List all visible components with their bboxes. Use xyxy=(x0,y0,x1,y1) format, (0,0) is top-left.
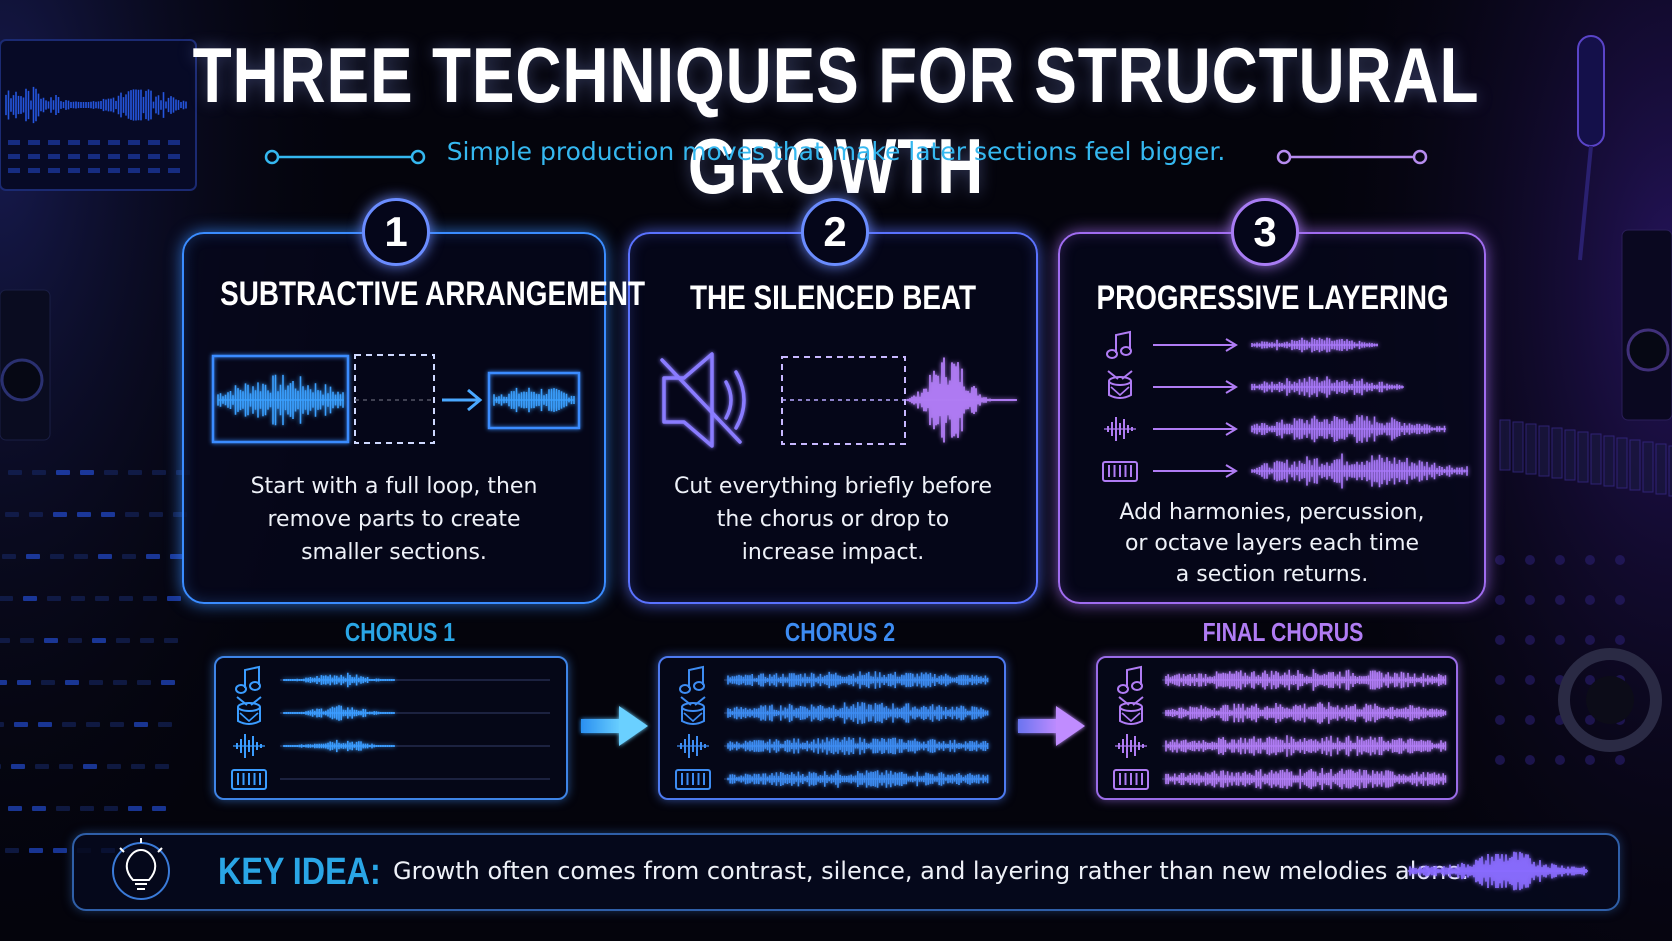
speaker-cone xyxy=(0,358,44,402)
technique-title-3: PROGRESSIVE LAYERING xyxy=(1096,279,1449,317)
chorus-label-3: FINAL CHORUS xyxy=(1202,617,1364,647)
page-subtitle: Simple production moves that make later … xyxy=(446,137,1226,166)
chorus-panel-1 xyxy=(214,656,568,800)
monitor-waveform xyxy=(5,86,187,173)
key-idea-label: KEY IDEA: xyxy=(218,851,381,893)
key-idea-text: Growth often comes from contrast, silenc… xyxy=(393,857,1469,885)
chorus-panel-3 xyxy=(1096,656,1458,800)
technique-title-2: THE SILENCED BEAT xyxy=(689,279,977,317)
technique-title-1: SUBTRACTIVE ARRANGEMENT xyxy=(220,275,646,313)
speaker-cone-right xyxy=(1626,328,1670,372)
synth-keyboard xyxy=(1495,419,1672,765)
chorus-label-1: CHORUS 1 xyxy=(344,617,456,647)
technique-number-1: 1 xyxy=(362,198,430,266)
microphone xyxy=(1577,35,1605,147)
technique-description-2: Cut everything briefly before the chorus… xyxy=(674,474,992,565)
headphones xyxy=(1558,648,1662,752)
studio-monitor-screen xyxy=(0,39,197,191)
technique-number-3: 3 xyxy=(1231,198,1299,266)
page-title: THREE TECHNIQUES FOR STRUCTURAL GROWTH xyxy=(192,31,1480,210)
chorus-panel-2 xyxy=(658,656,1006,800)
technique-description-3: Add harmonies, percussion, or octave lay… xyxy=(1119,500,1425,587)
technique-description-1: Start with a full loop, then remove part… xyxy=(250,474,538,565)
key-idea-bar xyxy=(72,833,1620,911)
technique-number-2: 2 xyxy=(801,198,869,266)
chorus-label-2: CHORUS 2 xyxy=(784,617,896,647)
